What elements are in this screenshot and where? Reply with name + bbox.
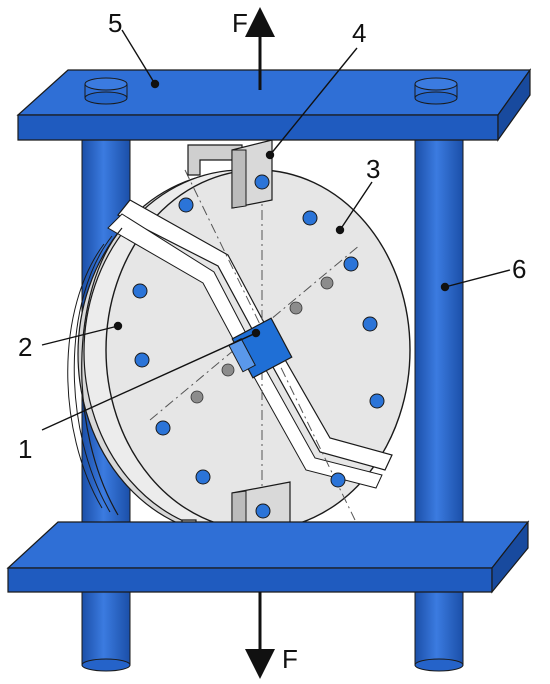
disk-specimen [67,150,411,545]
label-6: 6 [512,254,526,284]
top-grip-pin [254,174,270,190]
top-plate-bolt-right [414,77,458,105]
label-force-top: F [232,8,248,38]
disk-slot [117,199,393,471]
gauge-points [190,276,334,404]
label-2: 2 [18,332,32,362]
label-5: 5 [108,8,122,38]
top-plate [16,68,532,142]
axis-diagonal-1 [149,244,361,421]
label-1: 1 [18,434,32,464]
label-force-bottom: F [282,644,298,674]
column-stub-right-bottom [414,584,464,666]
top-grip [187,139,273,209]
leader-lines [41,29,511,431]
bolt-holes [132,197,385,488]
label-4: 4 [352,18,366,48]
label-3: 3 [366,154,380,184]
column-stub-right-bottom-end [414,658,464,672]
disk-left-flange [81,227,123,516]
column-stub-left-bottom [81,584,131,666]
bottom-grip-pin [255,503,271,519]
top-plate-bolt-left [84,77,128,105]
bottom-plate [6,520,530,594]
column-stub-left-bottom-end [81,658,131,672]
column-right [414,134,464,556]
